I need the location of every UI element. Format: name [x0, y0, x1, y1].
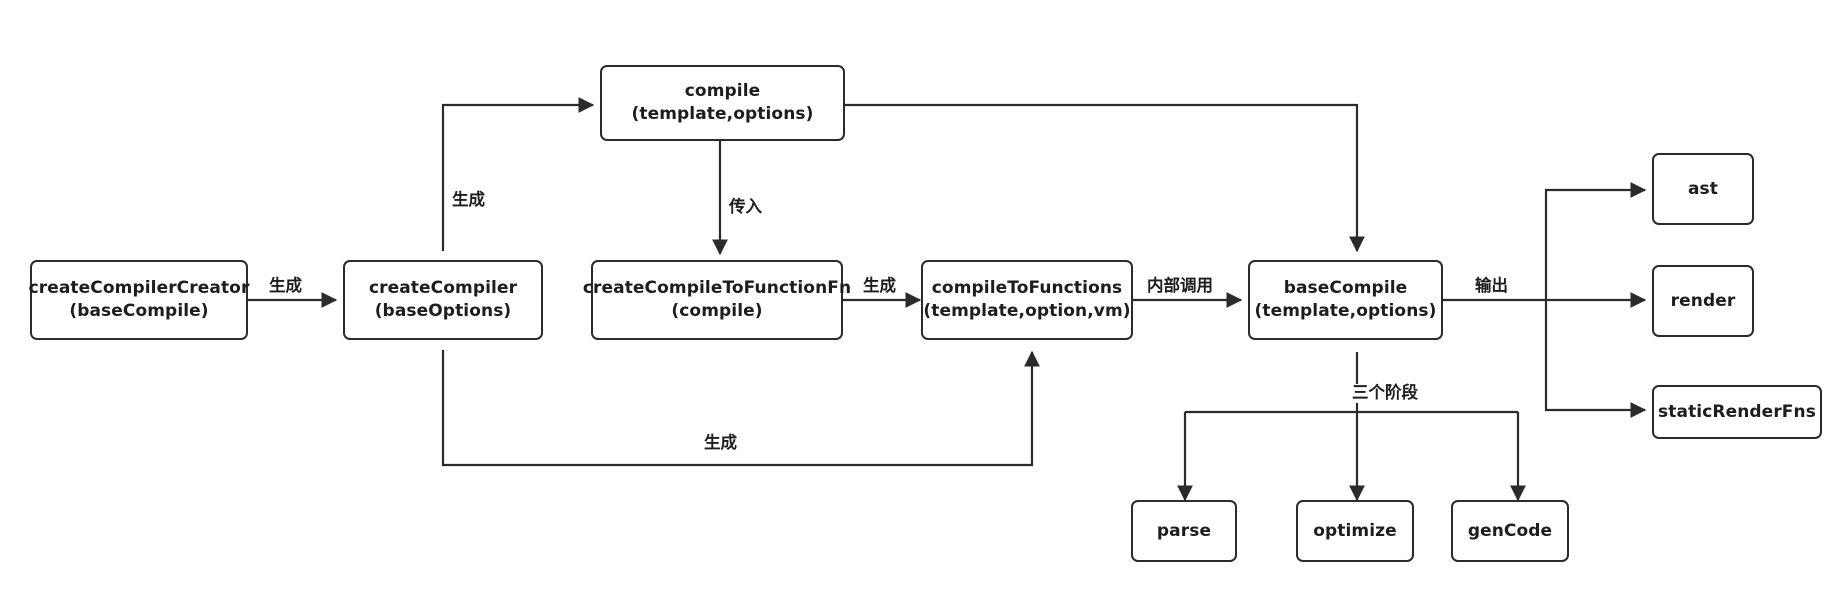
edge-label-compiler-to-ctf: 生成: [701, 434, 740, 453]
edge-compiler-to-ctf: [441, 350, 1040, 467]
node-base-compile[interactable]: baseCompile (template,options): [1248, 260, 1443, 340]
edge-label-basecompile-to-outputs: 输出: [1472, 277, 1511, 296]
edge-compile-to-basecompile: [845, 103, 1365, 253]
edge-label-createfn-to-ctf: 生成: [860, 277, 899, 296]
node-parse[interactable]: parse: [1131, 500, 1237, 562]
node-compile-to-functions[interactable]: compileToFunctions (template,option,vm): [921, 260, 1133, 340]
node-render[interactable]: render: [1652, 265, 1754, 337]
edge-label-compile-to-createfn: 传入: [726, 198, 765, 217]
node-compile[interactable]: compile (template,options): [600, 65, 845, 141]
edge-output-to-ast: [1544, 182, 1647, 300]
edge-label-ctf-to-basecompile: 内部调用: [1144, 277, 1216, 296]
node-ast[interactable]: ast: [1652, 153, 1754, 225]
node-static-render-fns[interactable]: staticRenderFns: [1652, 385, 1822, 439]
edge-label-creator-to-compiler: 生成: [266, 277, 305, 296]
edge-compiler-to-compile: [441, 97, 595, 251]
node-create-compiler[interactable]: createCompiler (baseOptions): [343, 260, 543, 340]
node-create-compile-to-function-fn[interactable]: createCompileToFunctionFn (compile): [583, 260, 851, 340]
node-gen-code[interactable]: genCode: [1451, 500, 1569, 562]
edge-label-compiler-to-compile: 生成: [449, 191, 488, 210]
node-create-compiler-creator[interactable]: createCompilerCreator (baseCompile): [29, 260, 249, 340]
edge-label-basecompile-to-stages: 三个阶段: [1349, 384, 1421, 403]
node-optimize[interactable]: optimize: [1296, 500, 1414, 562]
edge-output-to-staticrenderfns: [1544, 300, 1647, 418]
